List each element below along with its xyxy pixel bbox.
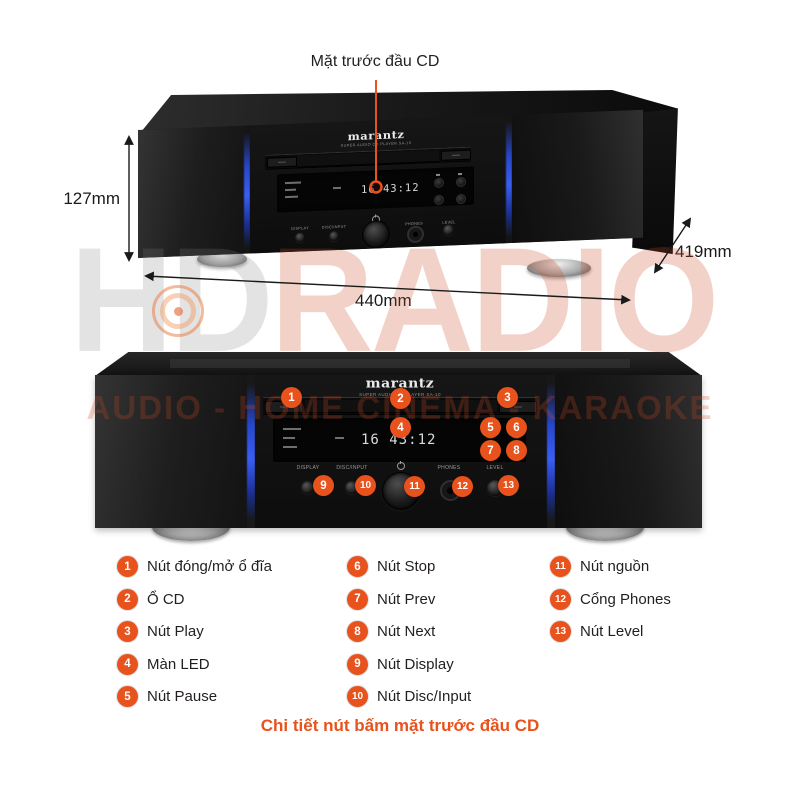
legend-badge-1: 1: [117, 556, 138, 577]
legend-item-13: 13 Nút Level: [550, 621, 671, 642]
legend-label-12: Cổng Phones: [580, 590, 671, 608]
callout-badge-12: 12: [452, 476, 473, 497]
legend-label-1: Nút đóng/mở ổ đĩa: [147, 558, 272, 575]
legend-item-2: 2 Ổ CD: [117, 588, 272, 610]
legend-label-2: Ổ CD: [147, 590, 185, 608]
legend-item-5: 5 Nút Pause: [117, 686, 272, 707]
legend-item-4: 4 Màn LED: [117, 653, 272, 675]
device1-right-cheek: [512, 109, 643, 243]
legend-label-5: Nút Pause: [147, 688, 218, 705]
device2-right-cheek: [555, 375, 702, 528]
legend-label-3: Nút Play: [147, 623, 204, 640]
legend-label-6: Nút Stop: [377, 558, 436, 575]
legend-badge-3: 3: [117, 621, 138, 642]
legend-column-1: 1 Nút đóng/mở ổ đĩa 2 Ổ CD 3 Nút Play 4 Màn …: [117, 556, 272, 707]
legend-badge-10: 10: [347, 686, 368, 707]
device1-play-button: [441, 149, 471, 161]
device2-right-led: [547, 383, 555, 521]
callout-badge-8: 8: [506, 440, 527, 461]
legend-item-3: 3 Nút Play: [117, 621, 272, 642]
legend-item-12: 12 Cổng Phones: [550, 588, 671, 610]
device2-level-knob-label: LEVEL: [486, 465, 504, 471]
legend-badge-6: 6: [347, 556, 368, 577]
legend-item-7: 7 Nút Prev: [347, 588, 471, 610]
callout-badge-6: 6: [506, 417, 527, 438]
front-panel-label: Mặt trước đầu CD: [310, 53, 440, 70]
legend-badge-2: 2: [117, 588, 138, 610]
device1-display: 16 43:12: [277, 166, 474, 213]
device2-left-led: [247, 383, 255, 521]
legend-label-8: Nút Next: [377, 623, 436, 640]
device2-brand-logo: marantz: [365, 376, 435, 392]
device2-left-cheek: [95, 375, 247, 528]
device1-time-readout: 16 43:12: [361, 181, 420, 197]
callout-badge-10: 10: [355, 475, 376, 496]
callout-badge-13: 13: [498, 475, 519, 496]
device1-prev-button: [434, 194, 444, 206]
device2-front-panel: marantz SUPER AUDIO CD PLAYER SA-10 16 4…: [95, 375, 702, 528]
legend-label-7: Nút Prev: [377, 590, 436, 608]
device2-disc-input-knob: [345, 481, 358, 494]
legend-badge-4: 4: [117, 653, 138, 675]
legend-badge-5: 5: [117, 686, 138, 707]
callout-badge-2: 2: [390, 388, 411, 409]
height-dimension-label: 127mm: [63, 189, 120, 208]
legend-column-2: 6 Nút Stop 7 Nút Prev 8 Nút Next 9 Nút Displ…: [347, 556, 471, 707]
legend-badge-7: 7: [347, 588, 368, 610]
legend-badge-8: 8: [347, 621, 368, 642]
device1-eject-button: [267, 156, 297, 168]
legend-item-10: 10 Nút Disc/Input: [347, 686, 471, 707]
legend-badge-9: 9: [347, 653, 368, 675]
legend-badge-12: 12: [550, 588, 571, 610]
callout-badge-4: 4: [390, 417, 411, 438]
callout-badge-5: 5: [480, 417, 501, 438]
legend-label-10: Nút Disc/Input: [377, 688, 472, 705]
device1-next-button: [456, 193, 466, 205]
device2-phones-label: PHONES: [437, 465, 461, 471]
legend-label-11: Nút nguồn: [580, 558, 650, 575]
device2-power-icon: [397, 461, 405, 470]
depth-dimension-label: 419mm: [675, 242, 732, 261]
legend-item-8: 8 Nút Next: [347, 621, 471, 642]
callout-badge-3: 3: [497, 387, 518, 408]
legend-badge-13: 13: [550, 621, 571, 642]
callout-badge-9: 9: [313, 475, 334, 496]
width-dimension-label: 440mm: [355, 291, 412, 310]
legend-item-6: 6 Nút Stop: [347, 556, 471, 577]
legend-label-13: Nút Level: [580, 623, 644, 640]
device1-front-panel: marantz SUPER AUDIO CD PLAYER SA-10 16 4…: [138, 109, 643, 258]
device2-display-knob: [301, 481, 314, 494]
legend-item-9: 9 Nút Display: [347, 653, 471, 675]
device2-disc-input-knob-label: DISC/INPUT: [336, 465, 368, 471]
legend-label-9: Nút Display: [377, 655, 454, 673]
legend-item-11: 11 Nút nguồn: [550, 556, 671, 577]
legend-item-1: 1 Nút đóng/mở ổ đĩa: [117, 556, 272, 577]
device1-right-foot: [527, 259, 591, 277]
device1-left-cheek: [138, 125, 244, 258]
diagram-caption: Chi tiết nút bấm mặt trước đầu CD: [260, 716, 540, 735]
hdradio-bullseye-icon: [152, 285, 204, 337]
device1-pause-button: [434, 177, 444, 189]
device2-time-readout: 16 43:12: [361, 432, 437, 448]
callout-badge-7: 7: [480, 440, 501, 461]
device2-top-band: [170, 359, 630, 368]
device1-stop-button: [456, 176, 466, 188]
callout-badge-1: 1: [281, 387, 302, 408]
legend-badge-11: 11: [550, 556, 571, 577]
device2-display-knob-label: DISPLAY: [296, 465, 320, 471]
legend-column-3: 11 Nút nguồn 12 Cổng Phones 13 Nút Level: [550, 556, 671, 642]
legend-label-4: Màn LED: [147, 655, 210, 673]
callout-badge-11: 11: [404, 476, 425, 497]
